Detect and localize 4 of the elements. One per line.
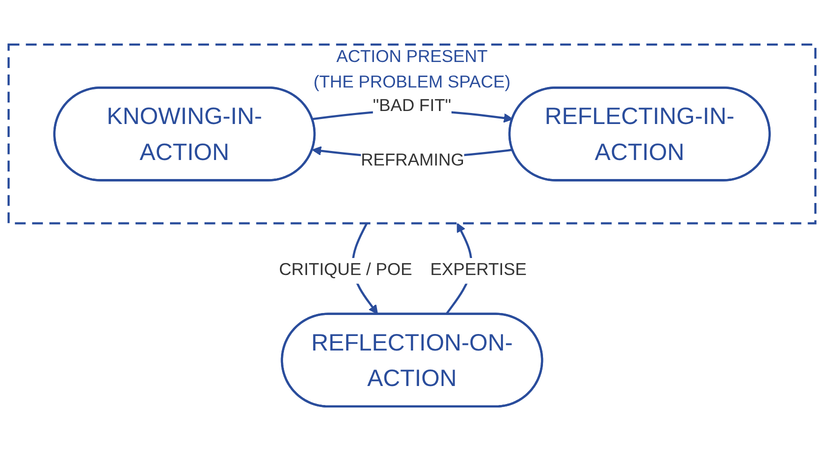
edge-label: CRITIQUE / POE xyxy=(278,261,412,280)
edge-label: EXPERTISE xyxy=(430,261,527,280)
edge-label: REFRAMING xyxy=(360,152,464,170)
edge-label: "BAD FIT" xyxy=(372,96,452,116)
